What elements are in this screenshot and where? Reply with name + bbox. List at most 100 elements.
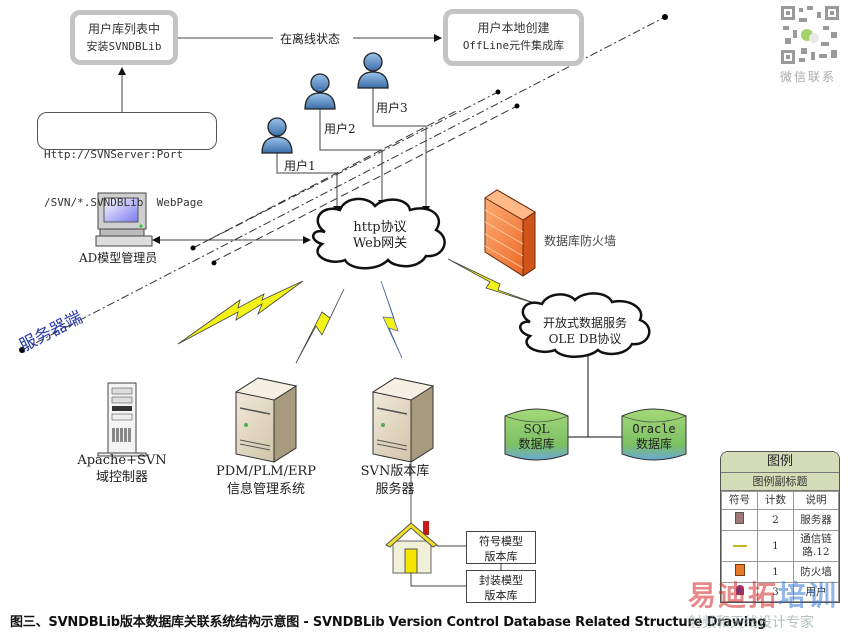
url-box[interactable]: Http://SVNServer:Port /SVN/*.SVNDBLib We… bbox=[37, 112, 217, 209]
package-repo-line1: 封装模型 bbox=[479, 574, 523, 587]
sql-line1: SQL bbox=[523, 422, 550, 436]
sql-line2: 数据库 bbox=[518, 437, 555, 451]
oracle-line2: 数据库 bbox=[635, 437, 672, 451]
legend-row: 1 通信链路.12 bbox=[721, 530, 839, 562]
user-icon[interactable] bbox=[357, 52, 389, 89]
pdm-line2: 信息管理系统 bbox=[226, 482, 305, 497]
gateway-cloud[interactable] bbox=[312, 197, 446, 270]
legend-table: 符号 计数 说明 2 服务器 1 通信链路.12 1 防火墙 3 用户 bbox=[721, 491, 839, 602]
legend-desc: 用户 bbox=[793, 582, 839, 602]
apache-line1: Apache+SVN bbox=[77, 453, 167, 468]
qr-label: 微信联系 bbox=[780, 70, 837, 84]
legend-desc: 服务器 bbox=[793, 509, 839, 531]
db-service-line1: 开放式数据服务 bbox=[542, 316, 627, 330]
comm-link-icon bbox=[732, 544, 747, 547]
legend-header: 计数 bbox=[757, 491, 794, 510]
computer-icon[interactable] bbox=[95, 192, 153, 247]
watermark-part2: 培训 bbox=[778, 579, 839, 612]
pdm-server-label: PDM/PLM/ERP 信息管理系统 bbox=[206, 463, 326, 499]
figure-caption: 图三、SVNDBLib版本数据库关联系统结构示意图 - SVNDBLib Ver… bbox=[10, 615, 767, 630]
offline-box-line1: 用户本地创建 bbox=[477, 21, 550, 35]
symbol-model-repo[interactable]: 符号模型 版本库 bbox=[466, 531, 536, 564]
firewall-icon bbox=[734, 564, 745, 576]
user2-label: 用户2 bbox=[324, 122, 356, 136]
comm-link-icon bbox=[380, 280, 403, 359]
svn-server-label: SVN版本库 服务器 bbox=[350, 463, 440, 499]
offline-library-box[interactable]: 用户本地创建 OffLine元件集成库 bbox=[443, 9, 584, 66]
user-icon[interactable] bbox=[261, 117, 293, 154]
oracle-database-icon[interactable] bbox=[621, 408, 687, 461]
sql-database-icon[interactable] bbox=[504, 408, 569, 461]
gateway-line1: http协议 bbox=[353, 220, 407, 235]
legend-desc: 通信链路.12 bbox=[793, 530, 839, 562]
legend-count: 2 bbox=[757, 509, 794, 531]
url-line2: /SVN/*.SVNDBLib WebPage bbox=[44, 196, 203, 209]
symbol-repo-line2: 版本库 bbox=[484, 550, 518, 563]
rack-server-icon[interactable] bbox=[97, 382, 147, 457]
package-repo-line2: 版本库 bbox=[484, 589, 518, 602]
legend: 图例 图例副标题 符号 计数 说明 2 服务器 1 通信链路.12 1 防火墙 … bbox=[720, 451, 840, 603]
db-service-cloud-text: 开放式数据服务 OLE DB协议 bbox=[530, 315, 640, 347]
gateway-cloud-text: http协议 Web网关 bbox=[335, 220, 425, 252]
boundary-dot bbox=[211, 260, 217, 266]
user-icon bbox=[735, 585, 744, 595]
offline-status-label: 在离线状态 bbox=[280, 32, 341, 46]
boundary-dot bbox=[662, 14, 668, 20]
apache-line2: 域控制器 bbox=[95, 470, 148, 485]
legend-header-row: 符号 计数 说明 bbox=[721, 491, 839, 510]
firewall-label: 数据库防火墙 bbox=[544, 234, 617, 248]
symbol-repo-line1: 符号模型 bbox=[479, 535, 523, 548]
user-icon[interactable] bbox=[304, 73, 336, 110]
admin-label: AD模型管理员 bbox=[79, 251, 158, 265]
watermark-part1: 易迪拓 bbox=[688, 579, 779, 612]
legend-title: 图例 bbox=[721, 452, 839, 473]
user3-label: 用户3 bbox=[376, 101, 408, 115]
qr-code[interactable] bbox=[779, 4, 841, 66]
legend-count: 3 bbox=[757, 582, 794, 602]
watermark-subtitle: 射频和天线设计专家 bbox=[688, 615, 814, 631]
legend-row: 2 服务器 bbox=[721, 509, 839, 531]
comm-link-icon bbox=[295, 288, 345, 364]
qr-code-icon bbox=[779, 4, 841, 66]
boundary-dot bbox=[190, 245, 196, 251]
legend-row: 3 用户 bbox=[721, 582, 839, 602]
house-icon[interactable] bbox=[385, 521, 438, 574]
db-service-cloud[interactable] bbox=[519, 292, 651, 358]
install-box-line2: 安装SVNDBLib bbox=[86, 40, 162, 53]
legend-subtitle: 图例副标题 bbox=[721, 473, 839, 491]
install-box-line1: 用户库列表中 bbox=[87, 22, 160, 36]
legend-header: 符号 bbox=[721, 491, 758, 510]
offline-box-line2: OffLine元件集成库 bbox=[462, 39, 565, 52]
server-icon[interactable] bbox=[234, 377, 298, 463]
firewall-icon[interactable] bbox=[484, 189, 536, 277]
legend-desc: 防火墙 bbox=[793, 561, 839, 583]
install-svndblib-box[interactable]: 用户库列表中 安装SVNDBLib bbox=[70, 10, 178, 65]
server-icon[interactable] bbox=[371, 377, 435, 463]
oracle-line1: Oracle bbox=[632, 422, 676, 436]
apache-server-label: Apache+SVN 域控制器 bbox=[72, 452, 172, 486]
boundary-lines bbox=[21, 16, 666, 351]
watermark: 易迪拓培训 bbox=[688, 574, 838, 614]
oracle-db-label: Oracle 数据库 bbox=[622, 422, 686, 452]
server-icon bbox=[735, 512, 744, 524]
legend-count: 1 bbox=[757, 530, 794, 562]
legend-row: 1 防火墙 bbox=[721, 561, 839, 583]
pdm-line1: PDM/PLM/ERP bbox=[216, 464, 316, 479]
user1-label: 用户1 bbox=[284, 159, 316, 173]
gateway-line2: Web网关 bbox=[352, 236, 408, 251]
boundary-dot bbox=[514, 103, 520, 109]
url-line1: Http://SVNServer:Port bbox=[44, 148, 184, 161]
db-service-line2: OLE DB协议 bbox=[548, 332, 622, 346]
db-connectors bbox=[568, 356, 622, 438]
package-model-repo[interactable]: 封装模型 版本库 bbox=[466, 570, 536, 603]
user-connectors bbox=[273, 75, 430, 214]
repo-connectors bbox=[410, 545, 502, 587]
comm-link-icon bbox=[177, 280, 304, 345]
svn-line1: SVN版本库 bbox=[360, 464, 430, 479]
svn-line2: 服务器 bbox=[375, 482, 415, 497]
sql-db-label: SQL 数据库 bbox=[505, 422, 568, 452]
boundary-dot bbox=[19, 347, 25, 353]
boundary-dot bbox=[495, 89, 501, 95]
legend-header: 说明 bbox=[793, 491, 839, 510]
